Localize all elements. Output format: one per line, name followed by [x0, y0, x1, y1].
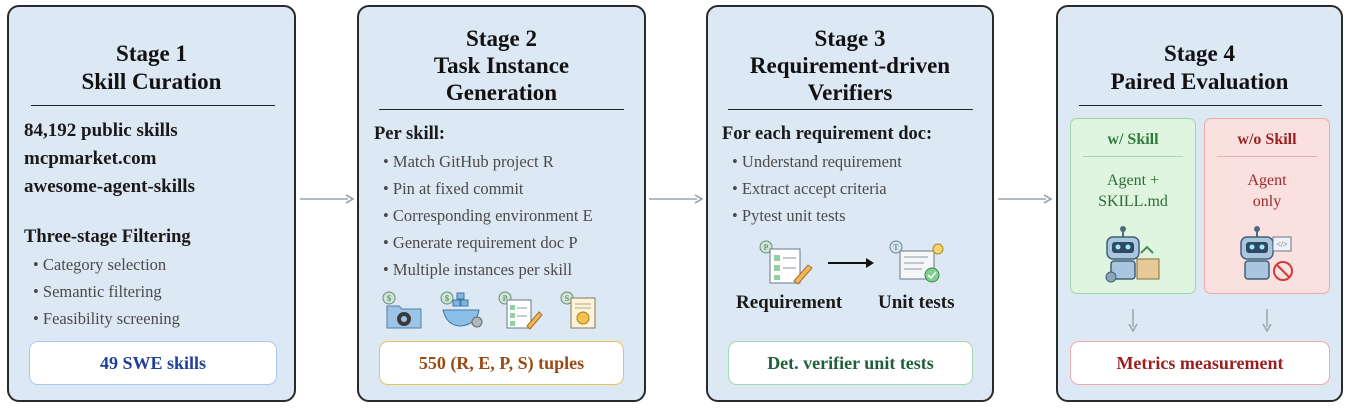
stage-3-title-line1: Stage 3 — [814, 26, 886, 51]
down-arrow-right-icon — [1262, 309, 1272, 333]
step-requirement-doc: • Generate requirement doc P — [383, 233, 578, 252]
step-pytest: • Pytest unit tests — [732, 206, 846, 225]
right-arrow-icon — [828, 258, 874, 268]
svg-text:$: $ — [387, 294, 391, 303]
step-pin-commit: • Pin at fixed commit — [383, 179, 524, 198]
requirement-doc-icon: P — [498, 291, 543, 330]
source-public-skills: 84,192 public skills — [24, 120, 178, 141]
down-arrow-left-icon — [1128, 309, 1138, 333]
stage-1-divider — [31, 105, 275, 106]
svg-text:$: $ — [445, 294, 449, 303]
docker-environment-icon: $ — [440, 291, 483, 328]
svg-text:S: S — [565, 294, 569, 303]
agent-without-skill-icon: </> — [1240, 226, 1293, 281]
stage-2-title-line1: Stage 2 — [466, 26, 537, 51]
stage-4-result: Metrics measurement — [1070, 341, 1330, 385]
svg-text:P: P — [503, 294, 508, 303]
filtering-header: Three-stage Filtering — [24, 227, 191, 247]
without-skill-title: w/o Skill — [1237, 131, 1297, 148]
with-skill-line2: SKILL.md — [1098, 193, 1168, 210]
stage-2-title-line2: Task Instance — [433, 53, 570, 78]
stage-3-title-line2: Requirement-driven — [749, 53, 951, 78]
svg-text:T: T — [894, 243, 899, 252]
flow-arrow-1 — [300, 194, 355, 204]
step-environment: • Corresponding environment E — [383, 206, 593, 225]
without-skill-box: w/o Skill Agent only </> — [1204, 118, 1330, 294]
flow-arrow-3 — [998, 194, 1053, 204]
stage-3-title-line3: Verifiers — [807, 80, 893, 105]
source-mcpmarket: mcpmarket.com — [24, 148, 157, 169]
step-understand: • Understand requirement — [732, 152, 902, 171]
filter-item-feasibility: • Feasibility screening — [33, 309, 180, 328]
stage-4-panel: Stage 4 Paired Evaluation w/ Skill Agent… — [1056, 5, 1343, 402]
source-awesome-agent-skills: awesome-agent-skills — [24, 176, 195, 197]
without-skill-line1: Agent — [1247, 172, 1287, 189]
svg-text:P: P — [764, 243, 769, 252]
stage-4-title-line1: Stage 4 — [1164, 41, 1235, 66]
stage-1-panel: Stage 1 Skill Curation 84,192 public ski… — [7, 5, 296, 402]
without-skill-line2: only — [1252, 193, 1282, 210]
stage-1-result: 49 SWE skills — [29, 341, 277, 385]
agent-with-skill-icon — [1105, 226, 1160, 283]
skill-certificate-icon: S — [560, 291, 596, 329]
stage-4-title-line2: Paired Evaluation — [1110, 69, 1289, 94]
stage-2-title-line3: Generation — [445, 80, 558, 105]
per-skill-header: Per skill: — [374, 124, 446, 144]
requirement-doc-header: For each requirement doc: — [722, 124, 933, 144]
stage-2-result: 550 (R, E, P, S) tuples — [379, 341, 624, 385]
filter-item-semantic: • Semantic filtering — [33, 282, 162, 301]
without-skill-divider — [1217, 156, 1317, 157]
step-match-github: • Match GitHub project R — [383, 152, 554, 171]
stage-3-panel: Stage 3 Requirement-driven Verifiers For… — [706, 5, 994, 402]
with-skill-divider — [1083, 156, 1183, 157]
stage-3-divider — [728, 109, 973, 110]
stage-2-panel: Stage 2 Task Instance Generation Per ski… — [357, 5, 646, 402]
stage-2-divider — [379, 109, 624, 110]
stage-4-divider — [1079, 105, 1322, 106]
stage-1-title-line2: Skill Curation — [81, 69, 222, 94]
unit-tests-label: Unit tests — [878, 292, 955, 313]
stage-3-result: Det. verifier unit tests — [728, 341, 973, 385]
github-folder-icon: $ — [382, 291, 422, 329]
requirement-label: Requirement — [736, 292, 843, 313]
step-extract-criteria: • Extract accept criteria — [732, 179, 887, 198]
flow-arrow-2 — [649, 194, 704, 204]
with-skill-title: w/ Skill — [1107, 131, 1159, 148]
requirement-checklist-icon: P — [759, 240, 813, 285]
stage-1-title-line1: Stage 1 — [116, 41, 187, 66]
step-multiple-instances: • Multiple instances per skill — [383, 260, 573, 279]
with-skill-box: w/ Skill Agent + SKILL.md — [1070, 118, 1196, 294]
unit-tests-icon: T — [889, 240, 944, 283]
with-skill-line1: Agent + — [1106, 172, 1160, 189]
svg-text:</>: </> — [1276, 240, 1288, 249]
filter-item-category: • Category selection — [33, 255, 167, 274]
